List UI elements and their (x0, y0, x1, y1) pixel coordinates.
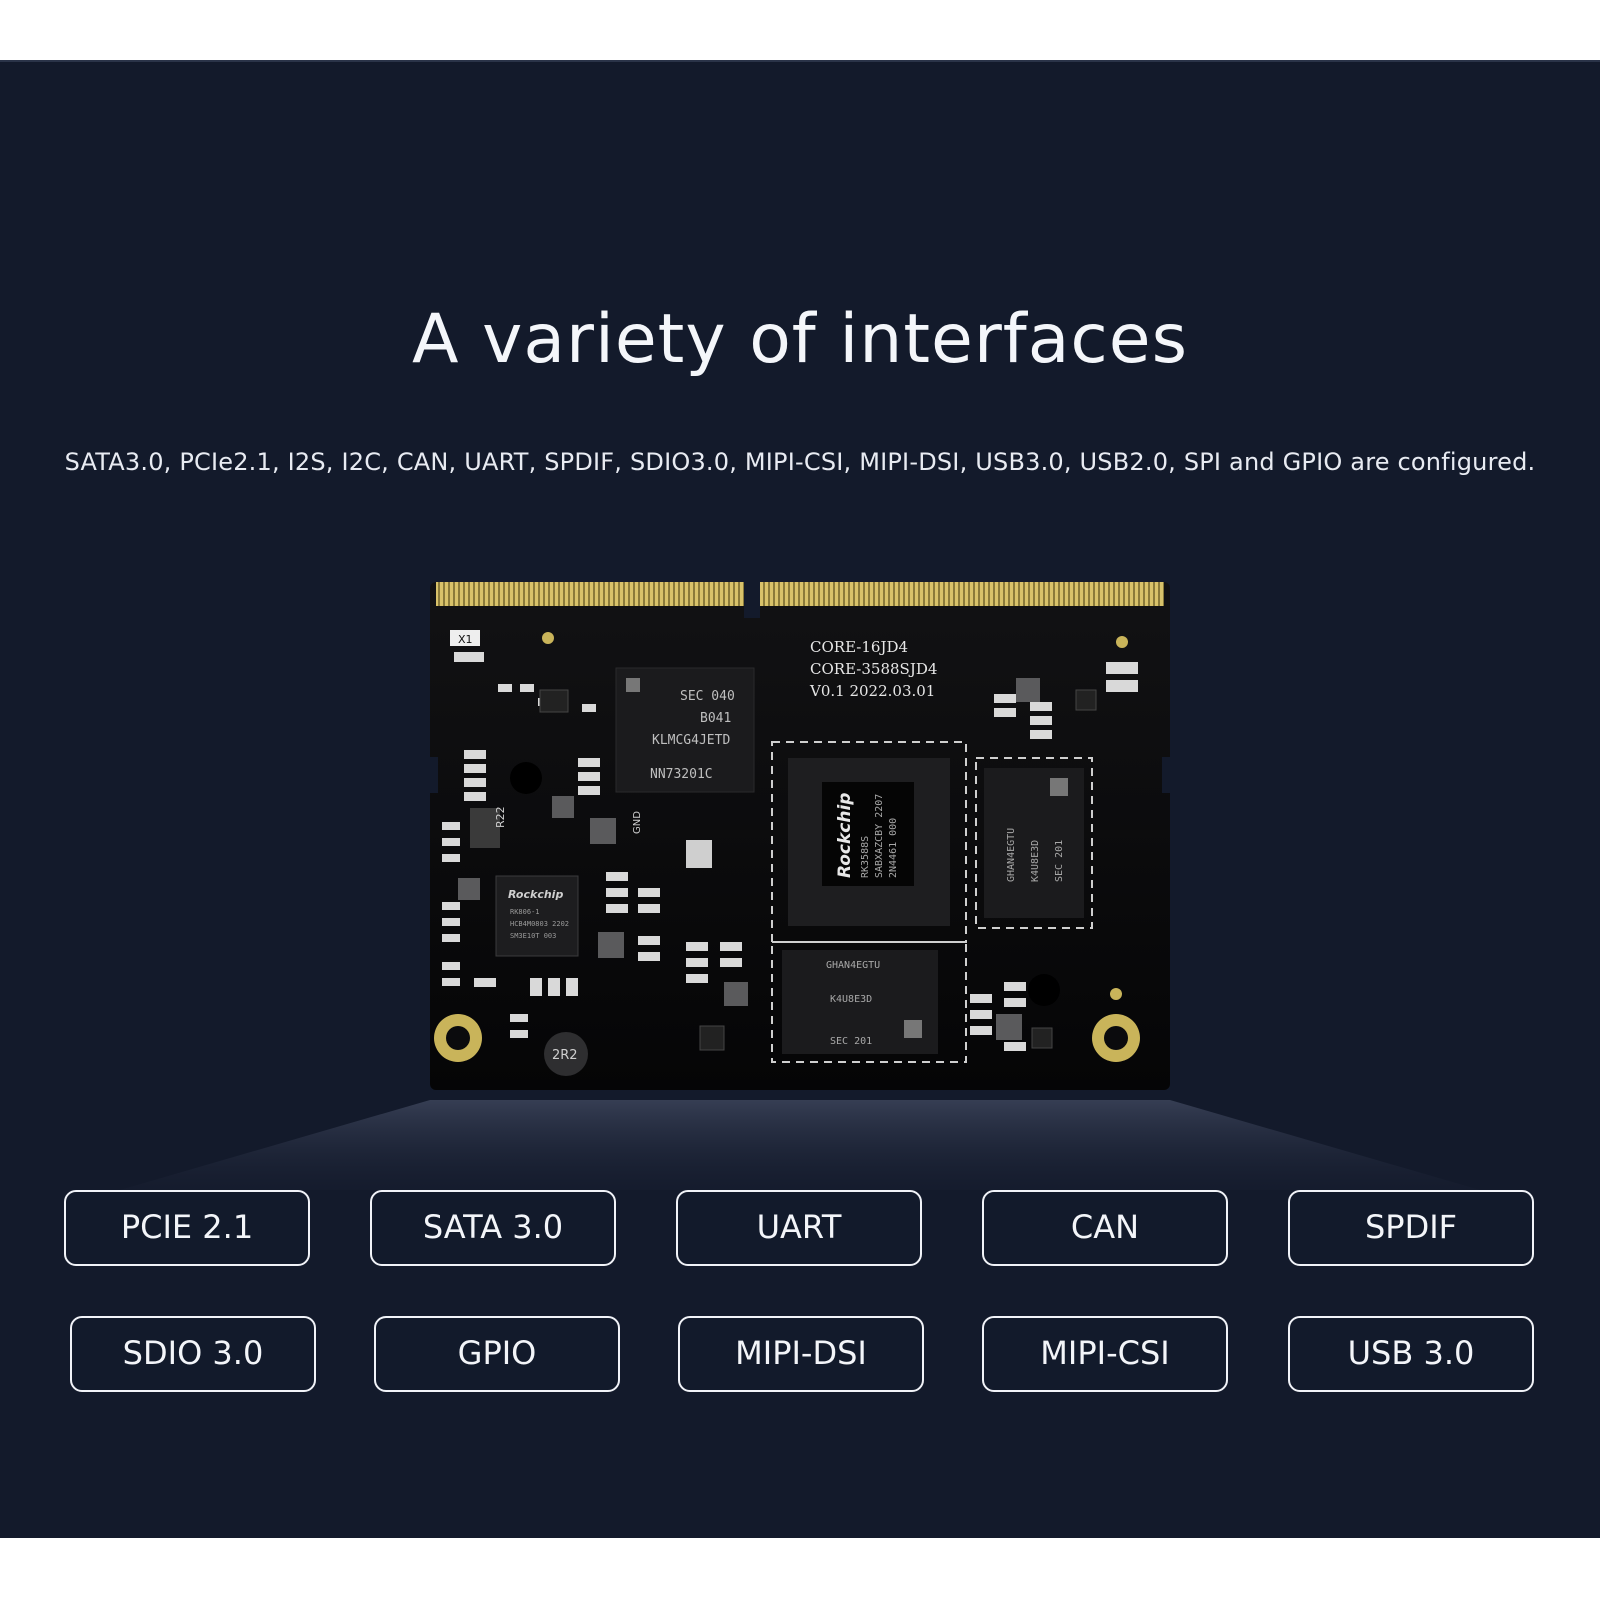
soc-line2: SABXAZCBY 2207 (874, 794, 885, 878)
interface-chip-mipi-dsi: MIPI-DSI (678, 1316, 924, 1392)
r22-label: R22 (494, 806, 507, 828)
x1-label: X1 (458, 633, 473, 646)
inductors (458, 678, 1040, 1040)
interface-chip-sdio: SDIO 3.0 (70, 1316, 316, 1392)
gold-fingers-left (436, 582, 744, 606)
gnd-label: GND (632, 811, 643, 834)
ram-bottom-text3: GHAN4EGTU (826, 960, 880, 971)
ram-right-text3: GHAN4EGTU (1006, 828, 1017, 882)
pmic-chip (495, 875, 579, 957)
ram-bottom-text: SEC 201 (830, 1036, 872, 1047)
pmic-line3: SM3E10T 003 (510, 932, 556, 940)
r2r2-label: 2R2 (552, 1048, 578, 1063)
crystal (686, 840, 712, 868)
panel-divider (0, 60, 1600, 62)
interface-chip-gpio: GPIO (374, 1316, 620, 1392)
soc-line1: RK3588S (860, 836, 871, 878)
soc-die (822, 782, 914, 886)
page-subtitle: SATA3.0, PCIe2.1, I2S, I2C, CAN, UART, S… (64, 448, 1536, 476)
ram-bottom-text2: K4U8E3D (830, 994, 872, 1005)
small-ics (539, 689, 1097, 1051)
interface-chip-mipi-csi: MIPI-CSI (982, 1316, 1228, 1392)
emmc-line3: KLMCG4JETD (652, 733, 730, 748)
pmic-line1: RK806-1 (510, 908, 540, 916)
core-board-image: CORE-16JD4 CORE-3588SJD4 V0.1 2022.03.01… (430, 582, 1170, 1110)
gold-fingers-right (760, 582, 1164, 606)
pmic-brand: Rockchip (508, 888, 563, 901)
emmc-line2: B041 (700, 711, 731, 726)
silkscreen-line1: CORE-16JD4 (810, 638, 908, 656)
soc-line3: 2N4461 000 (888, 818, 899, 878)
interface-chip-uart: UART (676, 1190, 922, 1266)
silkscreen-line3: V0.1 2022.03.01 (809, 682, 935, 700)
ram-right-text2: K4U8E3D (1030, 840, 1041, 882)
silkscreen-line2: CORE-3588SJD4 (810, 660, 937, 678)
emmc-line1: SEC 040 (680, 689, 735, 704)
page-title: A variety of interfaces (411, 300, 1189, 379)
passive-components (442, 652, 1138, 1051)
interface-chip-can: CAN (982, 1190, 1228, 1266)
interface-chip-sata: SATA 3.0 (370, 1190, 616, 1266)
interface-chip-spdif: SPDIF (1288, 1190, 1534, 1266)
interface-chip-usb: USB 3.0 (1288, 1316, 1534, 1392)
emmc-line4: NN73201C (650, 767, 713, 782)
interface-chip-pcie: PCIE 2.1 (64, 1190, 310, 1266)
light-beam (0, 1100, 1600, 1210)
soc-brand: Rockchip (835, 793, 855, 878)
pmic-line2: HCB4M0803 2202 (510, 920, 569, 928)
ram-right-text: SEC 201 (1054, 840, 1065, 882)
